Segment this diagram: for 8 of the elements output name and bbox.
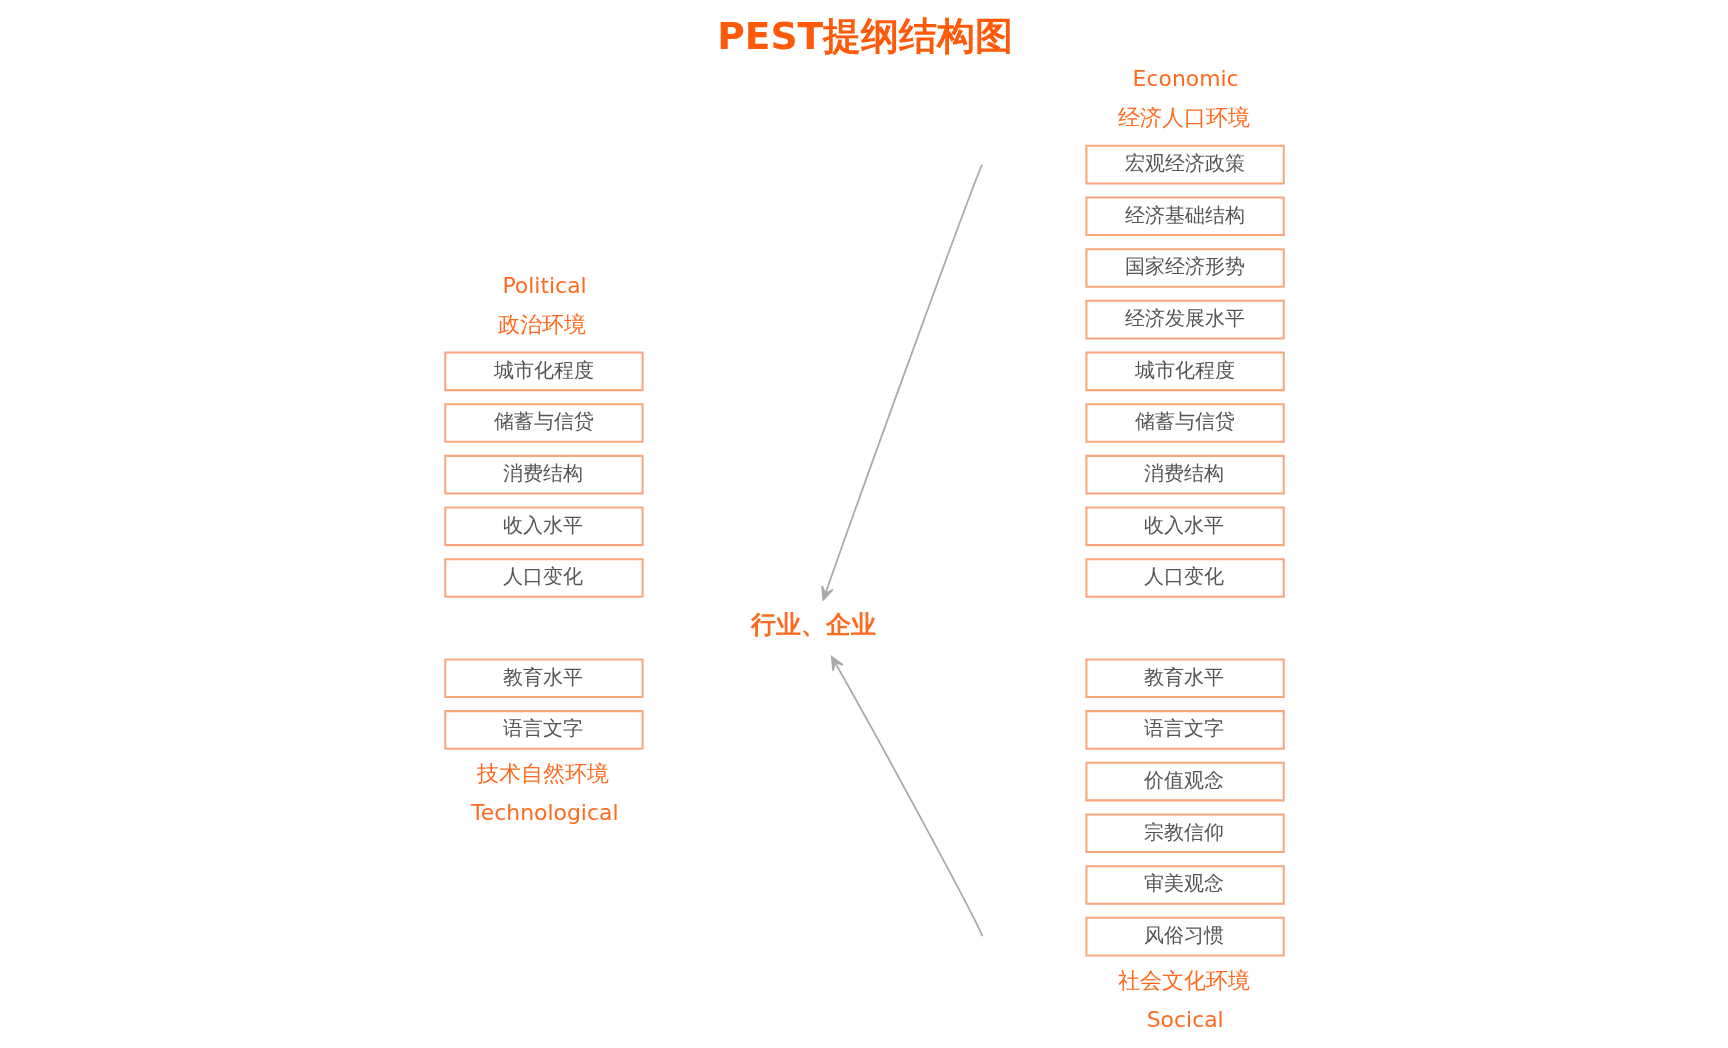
label: Socical: [1146, 1006, 1224, 1032]
label: Political: [501, 272, 587, 298]
label: Technological: [470, 800, 618, 826]
diagram-title: PEST提纲结构图: [716, 14, 1013, 59]
label: Economic: [1132, 65, 1239, 91]
label: 技术自然环境: [476, 761, 609, 787]
node-text: 行业、企业: [750, 609, 876, 639]
label: 社会文化环境: [1117, 967, 1250, 993]
